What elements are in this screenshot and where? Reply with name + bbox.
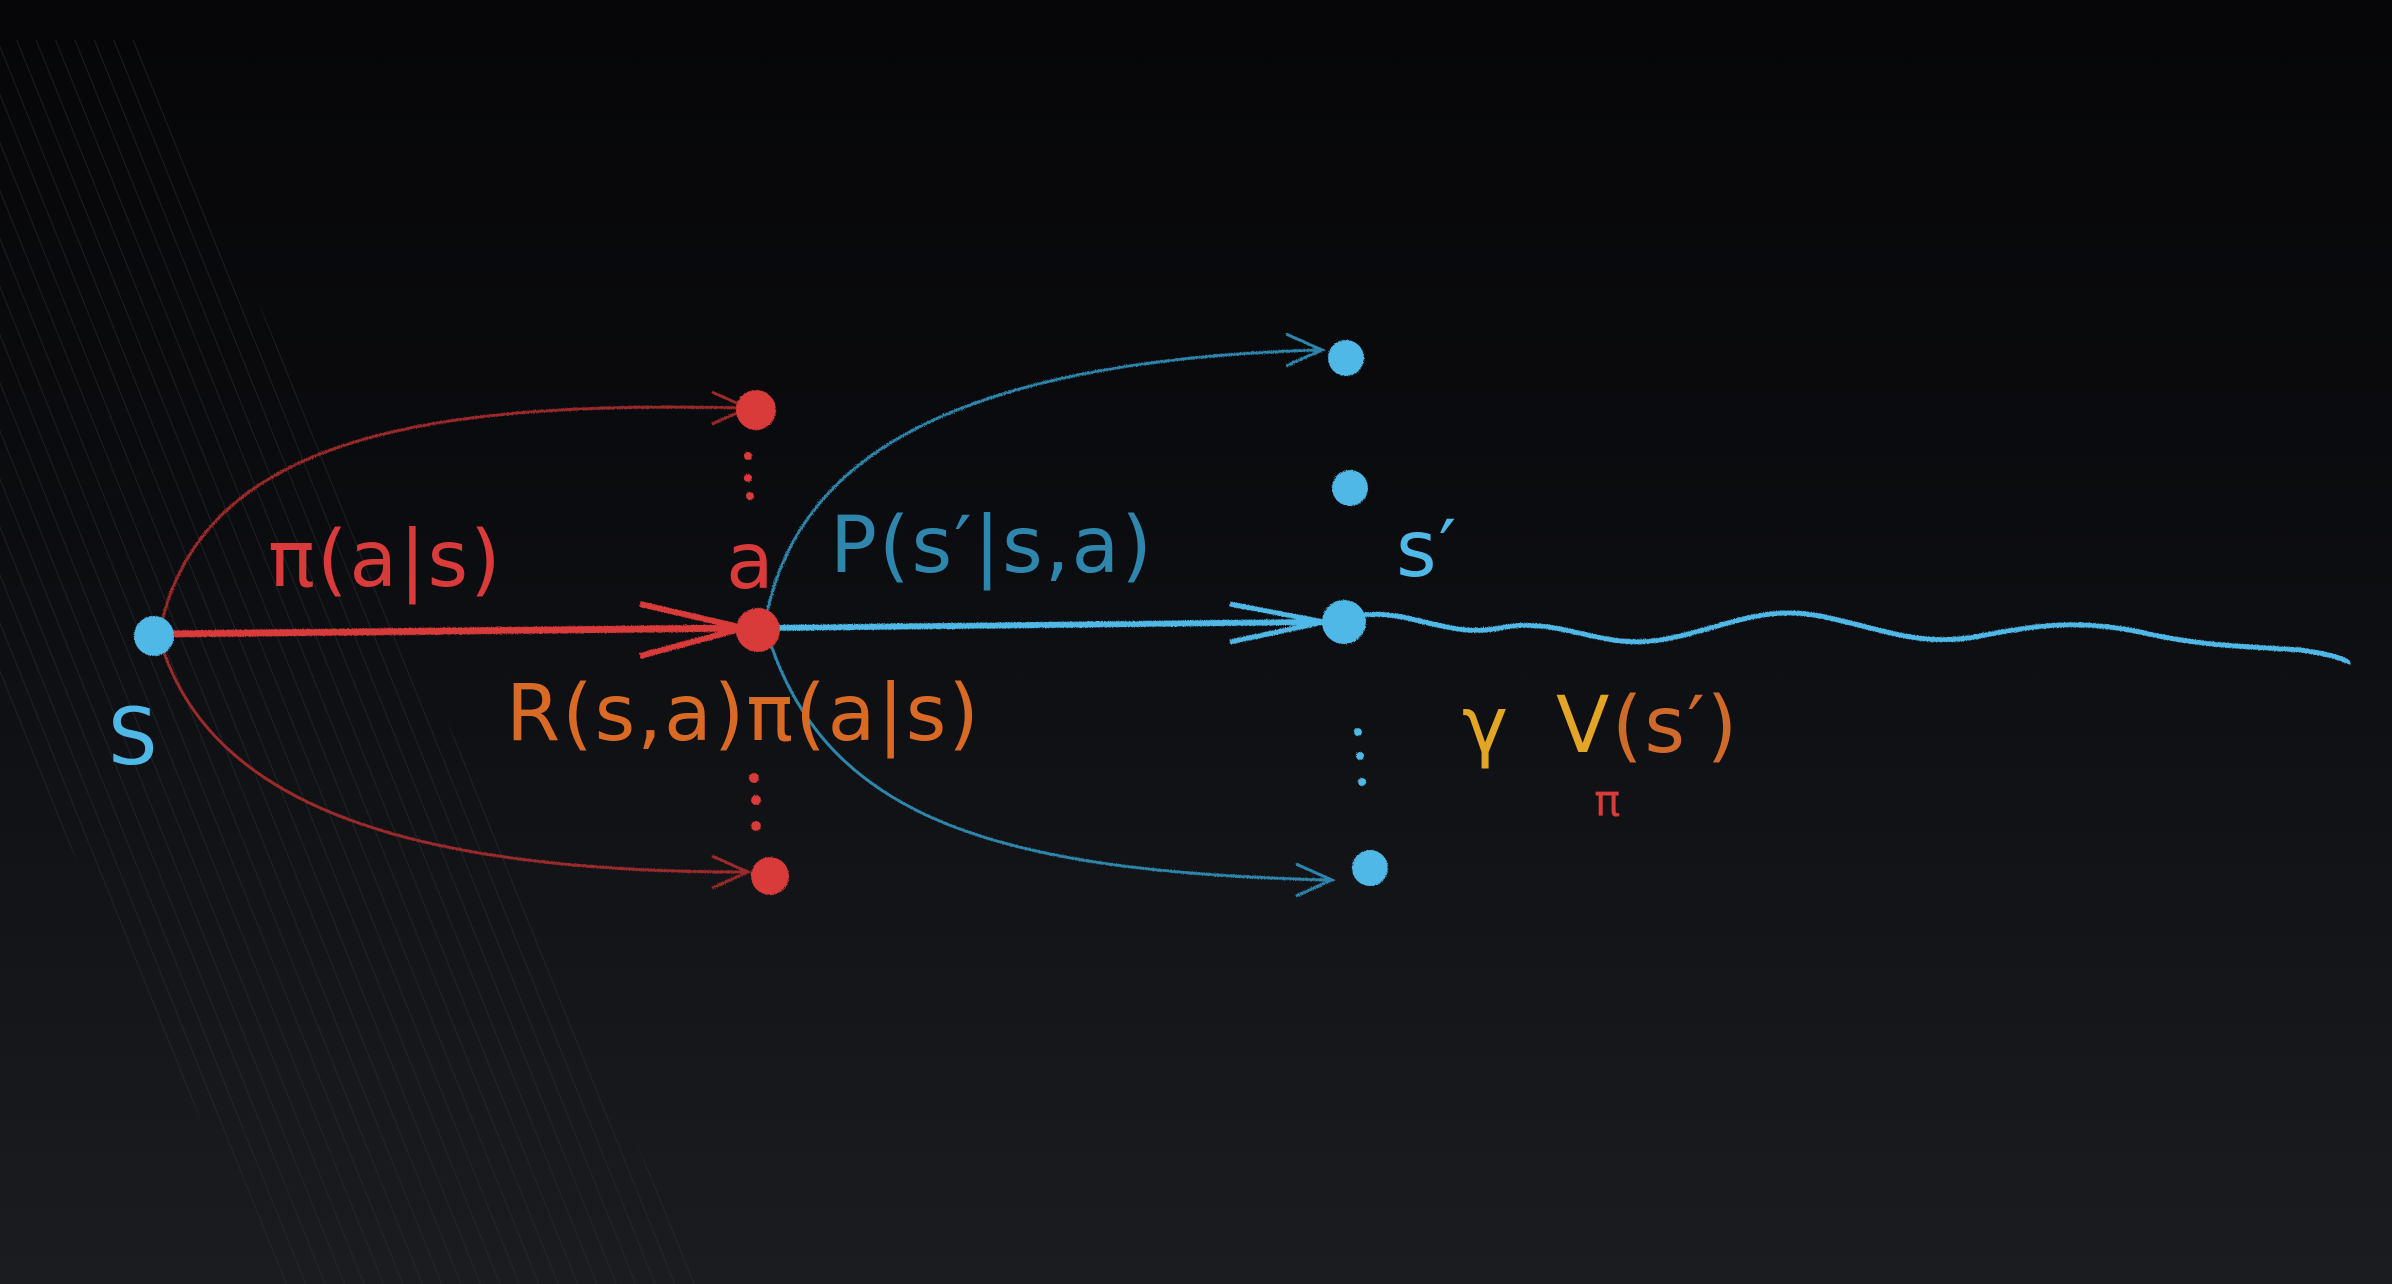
next-state-node-s-prime xyxy=(1322,600,1366,644)
label-value: V xyxy=(1556,681,1611,771)
state-node-s xyxy=(134,616,174,656)
background-stripes xyxy=(0,40,700,1284)
label-transition: P(s′|s,a) xyxy=(830,501,1154,591)
next-state-node-top xyxy=(1328,340,1364,376)
edge-a-to-top-state xyxy=(762,348,1319,629)
action-column-dots xyxy=(744,452,761,831)
arrowhead-bottom-state xyxy=(1295,862,1336,898)
trajectory-wavy-line xyxy=(1339,610,2351,666)
label-value-subscript: π xyxy=(1594,776,1621,827)
edge-s-to-action-main xyxy=(159,624,743,638)
edge-a-to-bottom-state xyxy=(768,641,1331,882)
next-state-node-second xyxy=(1332,470,1368,506)
edge-s-to-top-action xyxy=(158,405,746,631)
edge-a-to-next-state xyxy=(765,619,1321,631)
action-node-bottom xyxy=(751,857,789,895)
label-gamma: γ xyxy=(1462,681,1510,771)
arrowhead-top-state xyxy=(1285,332,1326,368)
arrowhead-bottom-action xyxy=(711,854,752,890)
label-value-argument: (s′) xyxy=(1612,681,1739,771)
label-reward-term: R(s,a)π(a|s) xyxy=(506,669,981,759)
action-node-a xyxy=(736,608,780,652)
label-next-state: s′ xyxy=(1396,505,1458,595)
label-action: a xyxy=(726,517,776,607)
state-column-dots xyxy=(1354,728,1366,786)
label-policy: π(a|s) xyxy=(268,515,503,605)
next-state-node-bottom xyxy=(1352,850,1388,886)
action-node-top xyxy=(736,390,776,430)
edge-s-to-bottom-action xyxy=(158,639,746,874)
label-state: S xyxy=(108,693,160,783)
